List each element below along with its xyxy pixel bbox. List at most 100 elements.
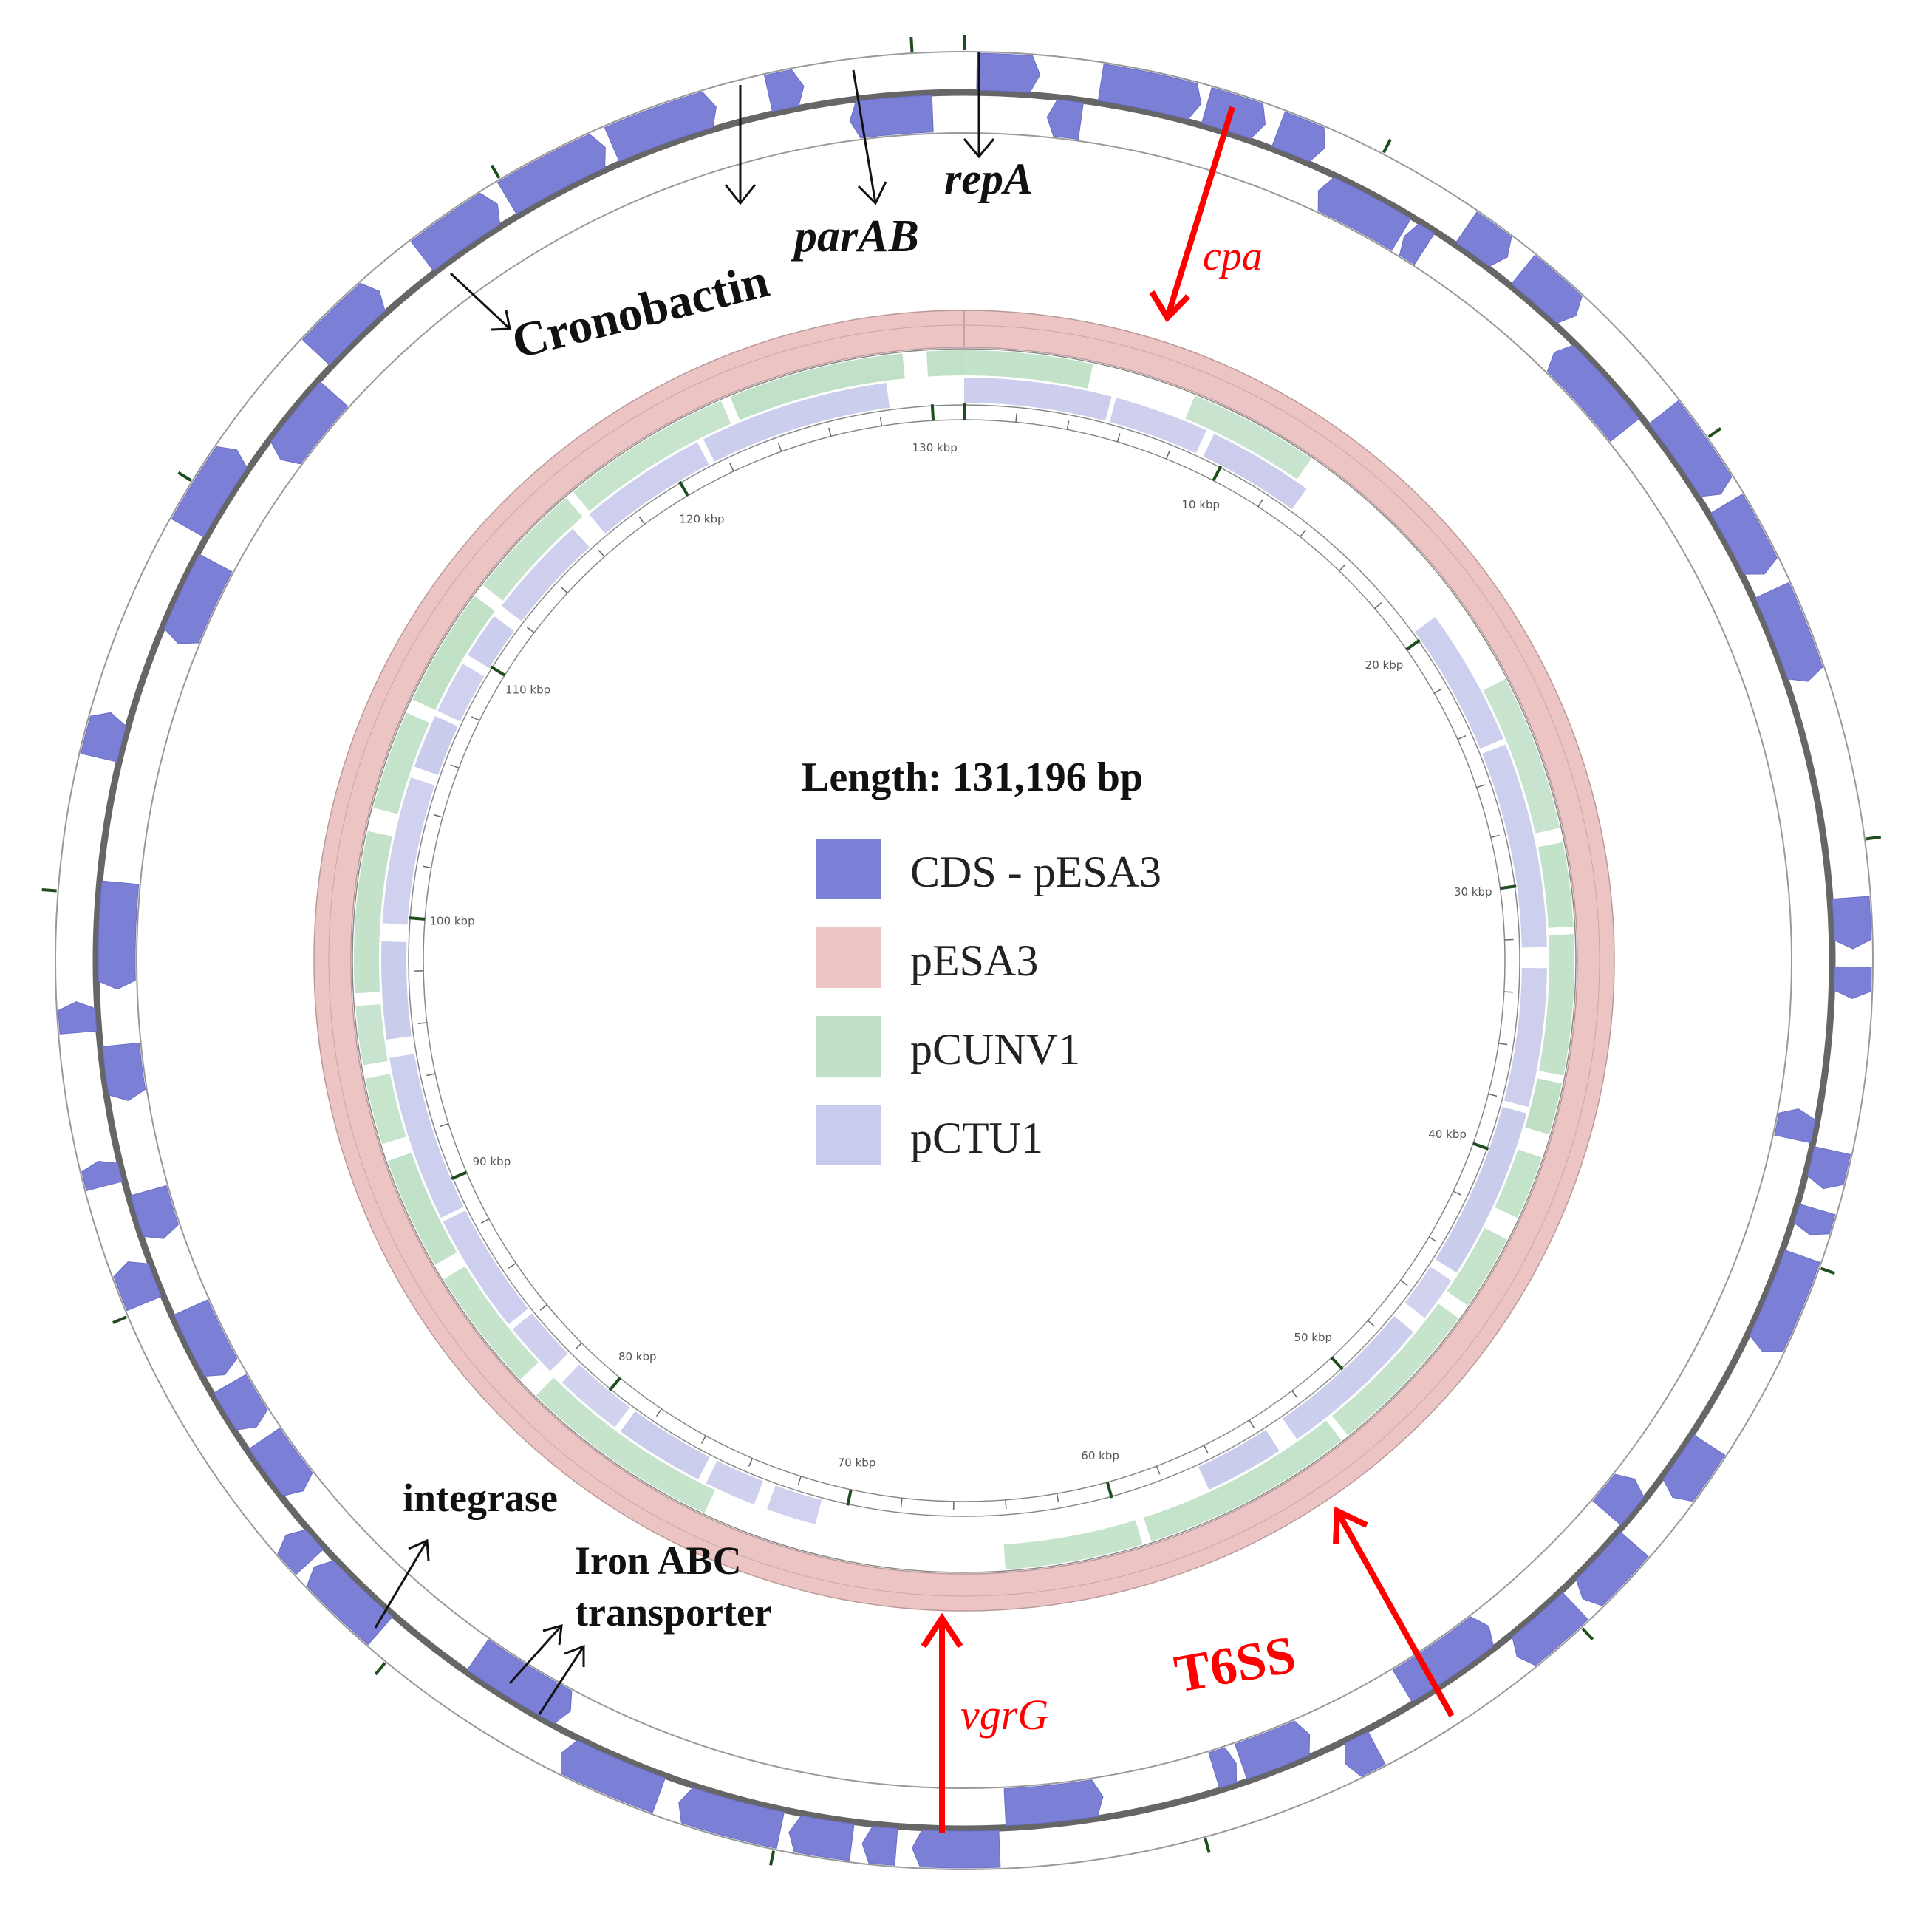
cds-feature — [1317, 177, 1412, 251]
pctu1-hit — [1503, 967, 1547, 1108]
label-cpa: cpa — [1203, 234, 1263, 279]
cds-feature — [1832, 896, 1872, 950]
pcunv1-hit — [373, 712, 430, 814]
minor-tick — [1433, 688, 1443, 694]
legend-label-cds: CDS - pESA3 — [910, 848, 1161, 896]
pcunv1-hit — [926, 350, 964, 377]
minor-tick — [471, 716, 480, 721]
t6ss-arrowhead — [1333, 1506, 1368, 1544]
pctu1-hit — [1283, 1316, 1414, 1439]
inner-track-edge — [136, 132, 1792, 1789]
tick-label-60kbp: 60 kbp — [1081, 1449, 1119, 1462]
major-tick — [1330, 1356, 1344, 1371]
minor-tick — [656, 1408, 662, 1417]
major-tick — [409, 916, 426, 921]
cds-feature — [1003, 1779, 1104, 1827]
pctu1-hit — [381, 941, 412, 1040]
cds-feature — [130, 1185, 179, 1239]
pcunv1-hit — [1447, 1227, 1507, 1306]
minor-tick — [1165, 450, 1170, 460]
minor-tick — [879, 417, 883, 426]
iron-arrowhead-2 — [564, 1644, 585, 1667]
cds-feature — [163, 553, 233, 644]
cpa-arrow — [1164, 106, 1235, 319]
tick-label-100kbp: 100 kbp — [429, 915, 474, 928]
pcunv1-hit — [387, 1153, 457, 1265]
outer-major-tick — [490, 164, 501, 179]
minor-tick — [1249, 1419, 1255, 1428]
major-tick — [678, 480, 689, 497]
cds-feature — [496, 133, 606, 215]
cds-feature — [912, 1830, 1001, 1869]
pctu1-hit — [414, 715, 458, 775]
cds-feature — [98, 880, 140, 990]
label-vgrG: vgrG — [960, 1691, 1048, 1739]
minor-tick — [1015, 413, 1017, 423]
cds-feature — [1749, 1250, 1820, 1352]
cds-feature — [277, 1529, 324, 1575]
cds-feature — [248, 1428, 313, 1496]
pcunv1-hit — [354, 831, 393, 994]
gene-annotations — [374, 52, 995, 1715]
cds-feature — [1793, 1204, 1836, 1235]
minor-tick — [434, 814, 443, 818]
pctu1-hit — [964, 378, 1112, 421]
minor-tick — [700, 1435, 706, 1444]
minor-tick — [1116, 433, 1121, 443]
cds-feature — [80, 712, 127, 763]
length-label: Length: 131,196 bp — [802, 754, 1143, 800]
minor-tick — [1457, 734, 1467, 740]
cds-feature — [113, 1261, 162, 1312]
map-rings — [55, 51, 1874, 1870]
tick-label-130kbp: 130 kbp — [912, 441, 958, 454]
tick-label-20kbp: 20 kbp — [1365, 658, 1404, 672]
pcunv1-hit — [536, 1377, 715, 1513]
iron-arrowhead-1 — [542, 1623, 563, 1646]
minor-tick — [422, 865, 431, 869]
tick-label-90kbp: 90 kbp — [473, 1155, 511, 1168]
minor-tick — [1374, 602, 1382, 610]
pcunv1-hit — [1003, 1520, 1143, 1570]
cds-feature — [1774, 1108, 1816, 1144]
pctu1-hit — [1404, 1267, 1452, 1318]
red-annotations — [921, 106, 1455, 1833]
outer-major-tick — [1204, 1838, 1211, 1853]
tick-label-50kbp: 50 kbp — [1294, 1331, 1332, 1344]
minor-tick — [560, 586, 568, 594]
outer-major-tick — [374, 1662, 386, 1676]
t6ss-arrow — [1334, 1510, 1455, 1717]
tick-label-70kbp: 70 kbp — [838, 1456, 876, 1470]
outer-major-tick — [1581, 1627, 1594, 1640]
tick-label-10kbp: 10 kbp — [1181, 498, 1220, 511]
cds-feature — [1392, 1616, 1494, 1702]
cpa-arrowhead — [1149, 290, 1190, 323]
minor-tick — [1488, 1093, 1498, 1097]
pcunv1-hit — [1538, 934, 1574, 1076]
minor-tick — [1257, 499, 1264, 507]
pctu1-hit — [589, 442, 709, 534]
label-repA: repA — [944, 154, 1033, 203]
pcunv1-hit — [730, 353, 905, 420]
cds-feature — [1755, 582, 1823, 682]
pctu1-hit — [389, 1054, 464, 1218]
parAB-arrowhead — [857, 181, 887, 205]
major-tick — [490, 665, 506, 677]
iron-arrow-1 — [508, 1624, 563, 1685]
tick-label-30kbp: 30 kbp — [1454, 885, 1492, 899]
minor-tick — [1056, 1493, 1059, 1503]
minor-tick — [1428, 1236, 1437, 1242]
cds-feature — [213, 1374, 268, 1431]
pctu1-hit — [443, 1210, 528, 1325]
minor-tick — [1339, 564, 1346, 572]
major-tick — [1472, 1142, 1489, 1151]
minor-tick — [1400, 1279, 1408, 1286]
outer-major-tick — [1866, 835, 1882, 841]
pctu1-hit — [382, 777, 435, 925]
minor-tick — [1476, 784, 1486, 788]
cds-feature — [171, 446, 248, 538]
outer-major-tick — [909, 36, 914, 52]
minor-tick — [426, 1073, 436, 1077]
cds-feature — [81, 1160, 123, 1192]
pctu1-hit — [1109, 398, 1206, 454]
